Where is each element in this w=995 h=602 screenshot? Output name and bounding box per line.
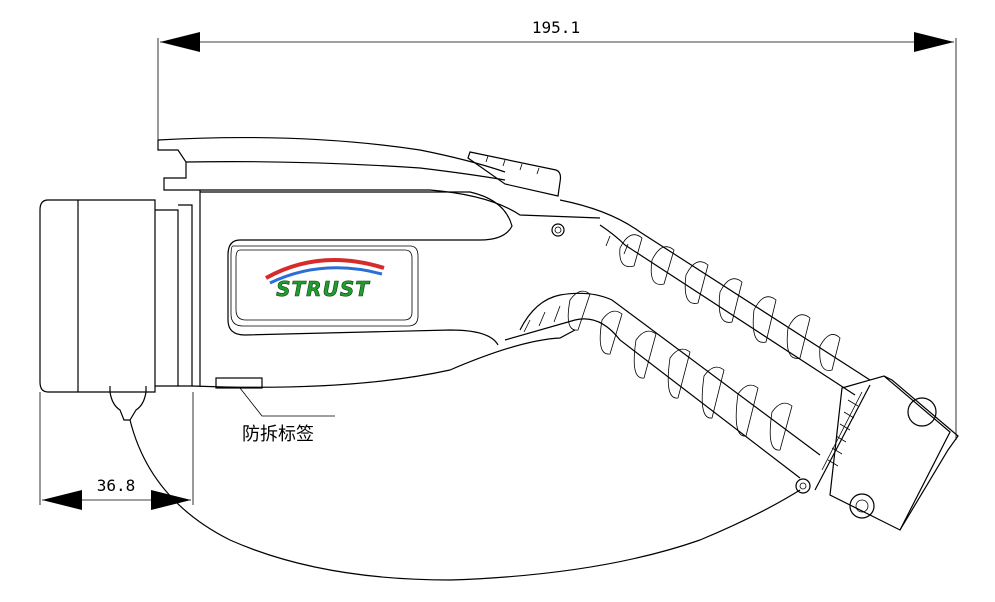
cap-ribs	[827, 399, 859, 467]
logo-blue-arc	[269, 266, 383, 285]
upper-grip-slots	[619, 234, 841, 371]
head-depth-dimension: 36.8	[39, 392, 194, 510]
callout-leader	[239, 387, 335, 417]
plug-head	[39, 199, 193, 421]
grip-ribs	[523, 235, 629, 333]
logo-red-arc	[265, 258, 385, 280]
release-button	[467, 151, 565, 237]
latch-lip	[157, 136, 506, 191]
overall-length-value: 195.1	[532, 18, 580, 37]
handle-grip	[504, 199, 871, 479]
connector-body	[191, 189, 601, 389]
strust-logo: STRUST	[265, 258, 385, 301]
hand-clearance-arc	[129, 419, 801, 581]
cable-end-cap	[795, 375, 959, 531]
overall-length-dimension: 195.1	[157, 18, 957, 440]
logo-text: STRUST	[276, 277, 370, 301]
lower-grip-slots	[567, 290, 793, 451]
label-tag-callout: 防拆标签	[239, 387, 335, 445]
label-tag-text: 防拆标签	[242, 424, 314, 445]
head-depth-value: 36.8	[97, 476, 136, 495]
